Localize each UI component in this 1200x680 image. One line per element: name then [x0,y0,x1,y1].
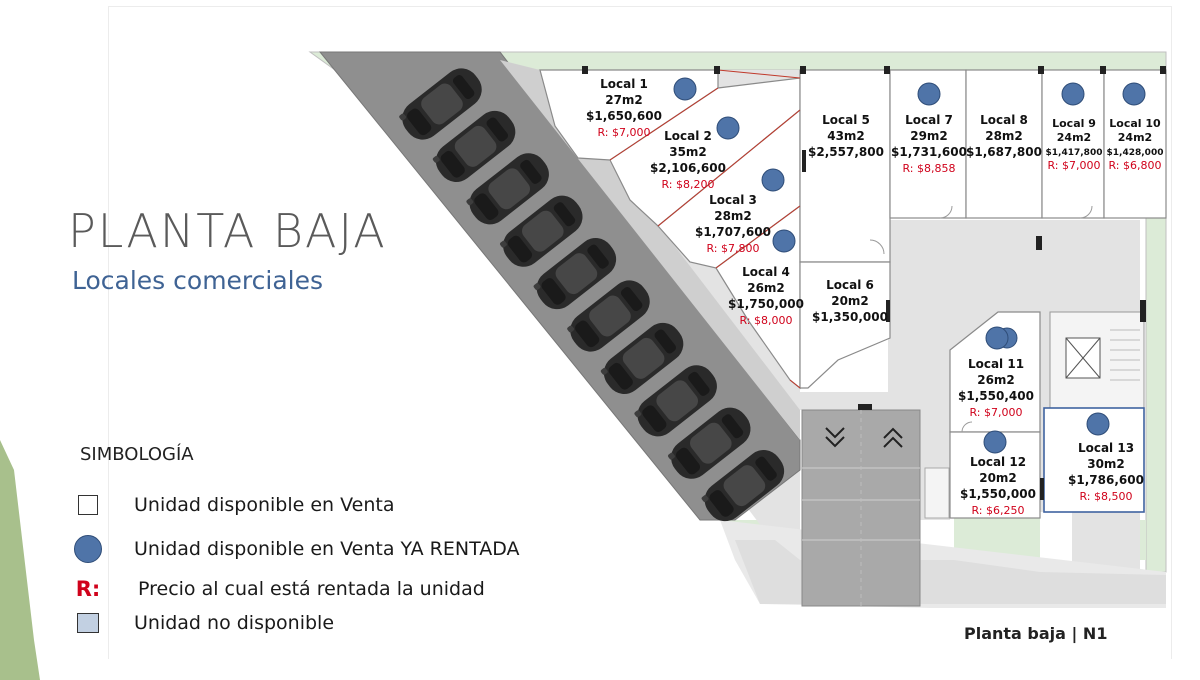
ramp-down-arrow-icon [825,427,845,448]
unit-price-label: $1,731,600 [891,145,967,159]
unit-labels: Local 1 27m2 $1,650,600 R: $7,000 Local 2 35m… [586,77,1163,517]
unit-price-label: $1,428,000 [1107,148,1164,158]
unit-area-label: 30m2 [1087,457,1125,471]
page-subtitle: Locales comerciales [72,266,324,295]
unit-area-label: 26m2 [747,281,785,295]
legend-item-unavailable: Unidad no disponible [70,608,334,638]
unit-price-label: $1,650,600 [586,109,662,123]
legend-label: Precio al cual está rentada la unidad [138,578,485,600]
unit-name-label: Local 10 [1109,117,1161,130]
rented-marker-icon [772,229,796,253]
legend-item-rented: Unidad disponible en Venta YA RENTADA [70,534,520,564]
unit-area-label: 35m2 [669,145,707,159]
unit-area-label: 43m2 [827,129,865,143]
stair-core [924,311,1145,519]
unit-local-11 [949,311,1041,433]
legend-label: Unidad disponible en Venta [134,494,395,516]
rented-marker-icon [985,326,1009,350]
unit-price-label: $1,786,600 [1068,473,1144,487]
unit-area-label: 27m2 [605,93,643,107]
unit-area-label: 20m2 [979,471,1017,485]
rented-marker-icon [716,116,740,140]
door-swings [869,205,1093,433]
rented-marker-icon [983,430,1007,454]
unit-price-label: $2,106,600 [650,161,726,175]
unit-price-label: $1,350,000 [812,310,888,324]
unit-rent-label: R: $8,000 [740,314,793,327]
unit-red-outlines [609,69,801,389]
unit-area-label: 24m2 [1057,131,1091,144]
unit-name-label: Local 8 [980,113,1028,127]
unit-name-label: Local 4 [742,265,790,279]
legend-title: SIMBOLOGÍA [80,444,194,465]
page-title: PLANTA BAJA [68,204,387,258]
unit-price-label: $1,687,800 [966,145,1042,159]
unit-area-label: 28m2 [714,209,752,223]
unit-name-label: Local 3 [709,193,757,207]
unit-name-label: Local 11 [968,357,1024,371]
structural-columns [582,66,1166,500]
unit-name-label: Local 7 [905,113,953,127]
unit-rent-label: R: $6,800 [1109,159,1162,172]
rented-marker-icon [917,82,941,106]
unit-price-label: $2,557,800 [808,145,884,159]
gray-square-icon [77,613,99,633]
unit-name-label: Local 12 [970,455,1026,469]
rented-markers [673,77,1146,454]
unit-area-label: 26m2 [977,373,1015,387]
rent-symbol: R: [75,577,101,601]
unit-price-label: $1,750,000 [728,297,804,311]
floor-level-label: Planta baja | N1 [964,624,1108,643]
unit-local-8 [965,69,1043,219]
unit-area-label: 29m2 [910,129,948,143]
slide-frame [108,6,1172,659]
legend-item-for-sale: Unidad disponible en Venta [70,490,394,520]
unit-local-5 [799,69,891,263]
unit-rent-label: R: $8,200 [662,178,715,191]
unit-name-label: Local 13 [1078,441,1134,455]
unit-rent-label: R: $6,250 [972,504,1025,517]
unit-name-label: Local 5 [822,113,870,127]
rented-marker-icon [761,168,785,192]
unit-area-label: 28m2 [985,129,1023,143]
blue-circle-icon [74,535,102,563]
ramp-up-arrow-icon [883,427,903,448]
unit-area-label: 20m2 [831,294,869,308]
unit-rent-label: R: $7,000 [1048,159,1101,172]
left-accent-shape [0,440,40,680]
unit-name-label: Local 2 [664,129,712,143]
unit-outlines [539,69,1167,519]
legend-label: Unidad no disponible [134,612,335,634]
unit-rent-label: R: $8,500 [1080,490,1133,503]
ramp [801,409,921,607]
white-square-icon [78,495,98,515]
legend-label: Unidad disponible en Venta YA RENTADA [134,538,520,560]
unit-rent-label: R: $7,800 [707,242,760,255]
unit-name-label: Local 1 [600,77,648,91]
unit-price-label: $1,417,800 [1046,148,1103,158]
rented-marker-icon [1061,82,1085,106]
rented-marker-icon [1122,82,1146,106]
unit-area-label: 24m2 [1118,131,1152,144]
rented-marker-icon [1086,412,1110,436]
unit-name-label: Local 9 [1052,117,1096,130]
unit-price-label: $1,550,400 [958,389,1034,403]
unit-price-label: $1,707,600 [695,225,771,239]
unit-rent-label: R: $8,858 [903,162,956,175]
unit-rent-label: R: $7,000 [598,126,651,139]
rented-marker-icon [673,77,697,101]
legend-item-rent-price: R: Precio al cual está rentada la unidad [70,574,485,604]
unit-name-label: Local 6 [826,278,874,292]
unit-price-label: $1,550,000 [960,487,1036,501]
unit-rent-label: R: $7,000 [970,406,1023,419]
